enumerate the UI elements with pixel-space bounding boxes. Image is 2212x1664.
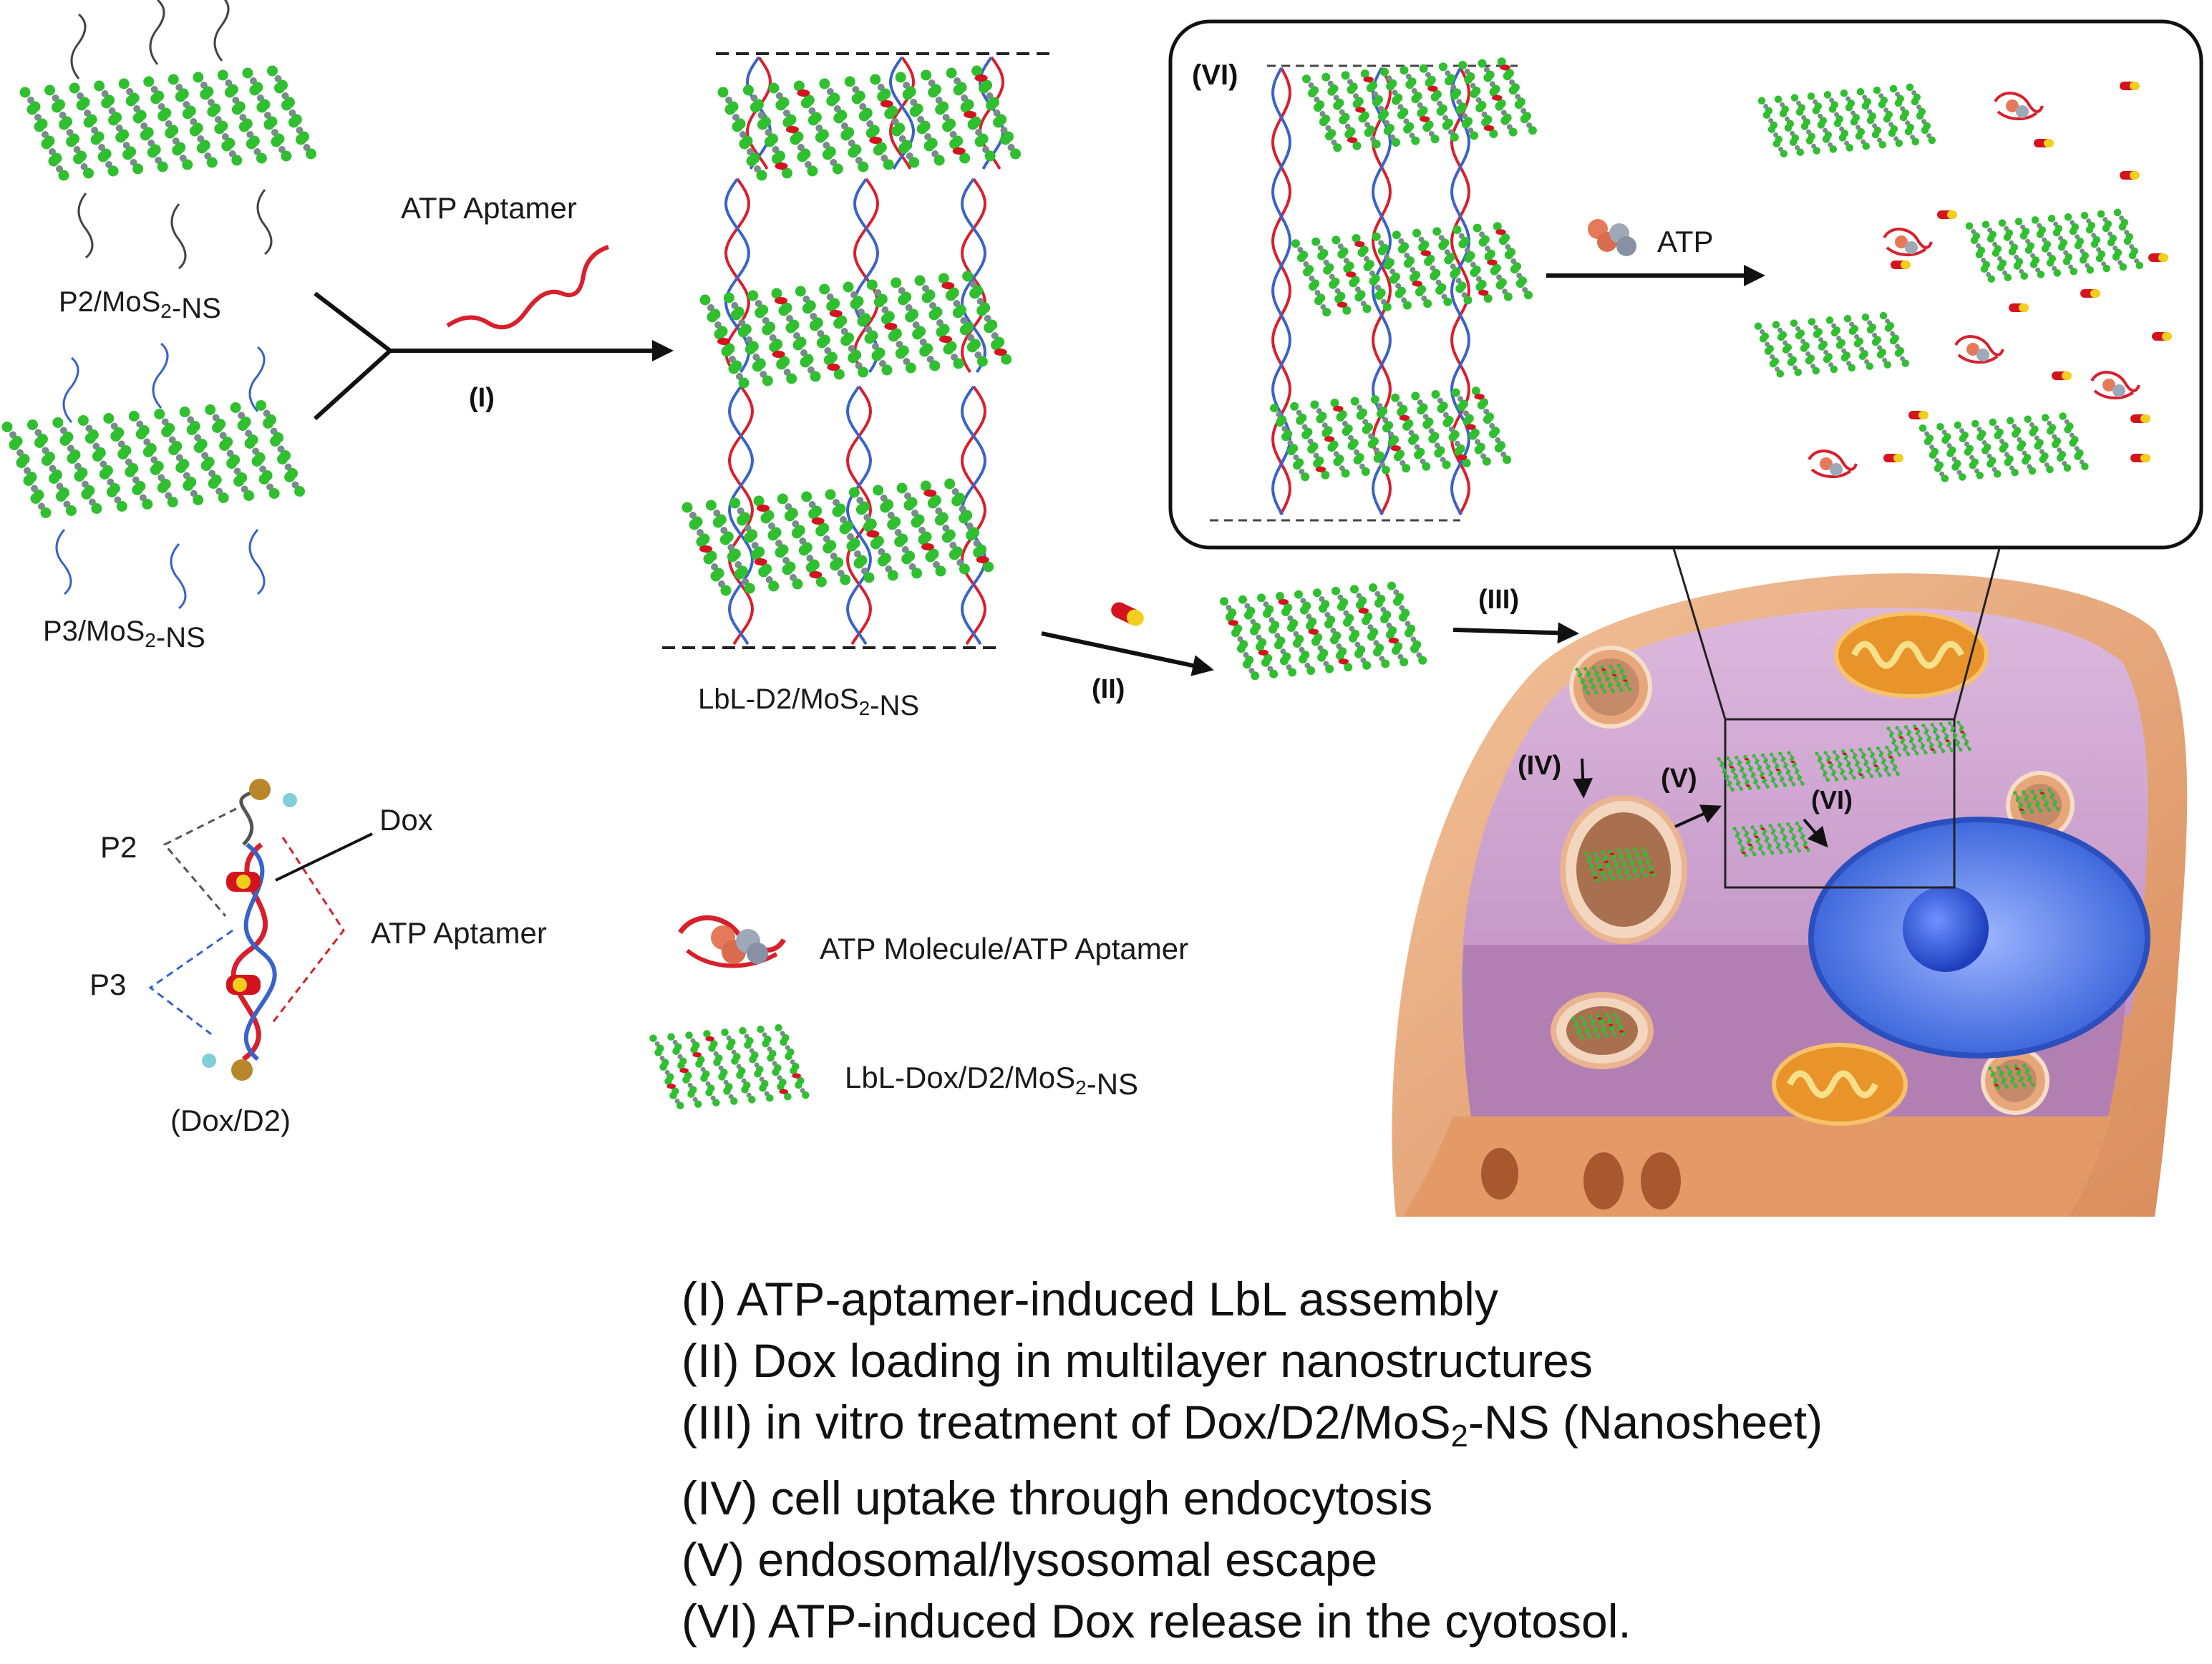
step-item: (V) endosomal/lysosomal escape (681, 1532, 1378, 1586)
step-item: (I) ATP-aptamer-induced LbL assembly (681, 1273, 1498, 1325)
atp-label: ATP (1657, 225, 1714, 258)
treatment-arrow-icon (1452, 622, 1579, 644)
step-item: (III) in vitro treatment of Dox/D2/MoS2-… (681, 1396, 1823, 1454)
dox-capsule-icon (2130, 454, 2150, 462)
nanosheet-icon (1, 400, 306, 518)
nanosheet-icon (1815, 745, 1900, 782)
nanosheet-icon (1886, 720, 1971, 757)
p2-nanosheet-label: P2/MoS2-NS (59, 286, 221, 324)
dox-capsule-icon (1891, 261, 1911, 269)
dox-capsule-icon (1883, 454, 1903, 462)
step-ii-label: (II) (1092, 674, 1125, 704)
dox-capsule-icon (2009, 303, 2029, 312)
atp-aptamer-complex-icon (1808, 449, 1858, 478)
p3-label: P3 (89, 968, 126, 1001)
dox-d2-label: (Dox/D2) (170, 1104, 291, 1137)
step-vi-cell-label: (VI) (1811, 785, 1853, 814)
dox-capsule-icon (2120, 82, 2140, 90)
nanosheet-icon (1732, 821, 1810, 857)
step-item: (IV) cell uptake through endocytosis (681, 1471, 1433, 1524)
dox-capsule-icon (2148, 253, 2168, 262)
legend-lbl-label: LbL-Dox/D2/MoS2-NS (845, 1061, 1138, 1101)
nanosheet-icon (1291, 222, 1533, 317)
zoom-box (1724, 718, 1956, 889)
nanosheet-icon (19, 65, 316, 181)
dox-capsule-icon (1111, 602, 1144, 626)
dox-capsule-icon (2120, 171, 2140, 180)
nanosheet-icon (681, 478, 994, 596)
p3-nanosheet-icon (1, 342, 306, 610)
lbl-d2-label: LbL-D2/MoS2-NS (698, 683, 919, 721)
step-iii-label: (III) (1478, 585, 1519, 615)
legend-atp-label: ATP Molecule/ATP Aptamer (820, 932, 1188, 965)
nanosheet-icon (1918, 412, 2089, 482)
assembly-arrow-icon (313, 291, 674, 421)
step-i-label: (I) (469, 383, 495, 413)
atp-aptamer-complex-icon (1954, 335, 2004, 364)
atp-aptamer-complex-icon (678, 915, 786, 968)
lbl-dox-nanosheet-icon (649, 1023, 810, 1110)
nanosheet-icon (1571, 1013, 1626, 1040)
nanosheet-icon (1965, 208, 2144, 283)
dox-capsule-icon (2052, 371, 2072, 380)
dox-capsule-icon (1937, 210, 1957, 219)
step-item: (II) Dox loading in multilayer nanostruc… (681, 1334, 1593, 1387)
loaded-nanosheet-icon (1220, 581, 1427, 681)
dox-capsule-icon (2130, 414, 2150, 423)
nanosheet-icon (1757, 83, 1936, 158)
atp-aptamer-complex-icon (1994, 92, 2044, 120)
nanosheet-icon (717, 65, 1022, 181)
atp-aptamer-complex-icon (2090, 371, 2140, 399)
step-vi-inset-label: (VI) (1192, 59, 1238, 91)
p2-nanosheet-icon (19, 0, 316, 270)
nanosheet-icon (1270, 386, 1512, 482)
p3-nanosheet-label: P3/MoS2-NS (43, 616, 205, 653)
step-item: (VI) ATP-induced Dox release in the cyot… (681, 1594, 1631, 1648)
dox-label: Dox (379, 803, 433, 837)
atp-molecule-icon (1588, 219, 1636, 256)
nanosheet-icon (1584, 846, 1656, 882)
dox-d2-duplex-icon (148, 779, 373, 1081)
nanosheet-icon (1717, 751, 1805, 792)
nanosheet-icon (1575, 663, 1632, 696)
nanosheet-icon (699, 271, 1012, 389)
aptamer-strand-icon (446, 245, 610, 330)
nanosheet-icon (2013, 788, 2060, 814)
dox-loading-arrow-icon (1041, 602, 1214, 676)
nanosheet-icon (1988, 1064, 2035, 1090)
dox-capsule-icon (1908, 411, 1929, 419)
released-components (1754, 82, 2172, 482)
step-v-label: (V) (1661, 764, 1697, 794)
p2-label: P2 (100, 830, 137, 864)
dox-capsule-icon (2080, 289, 2100, 298)
atp-aptamer-top-label: ATP Aptamer (401, 191, 577, 225)
dox-capsule-icon (2152, 332, 2172, 341)
cell-icon (1392, 529, 2188, 1217)
step-iv-label: (IV) (1518, 751, 1561, 781)
nucleus-icon (1808, 817, 2150, 1059)
intracellular-nanosheets (1571, 663, 2060, 1090)
mitochondrion-icon (1772, 611, 1989, 1126)
nanosheet-icon (1302, 57, 1537, 152)
lbl-stack-icon (662, 52, 1052, 649)
atp-aptamer-label: ATP Aptamer (371, 916, 547, 950)
nanosheet-icon (1754, 311, 1910, 378)
step-list: (I) ATP-aptamer-induced LbL assembly (II)… (681, 1268, 2185, 1652)
atp-aptamer-complex-icon (1883, 228, 1933, 256)
dox-capsule-icon (2034, 139, 2054, 147)
